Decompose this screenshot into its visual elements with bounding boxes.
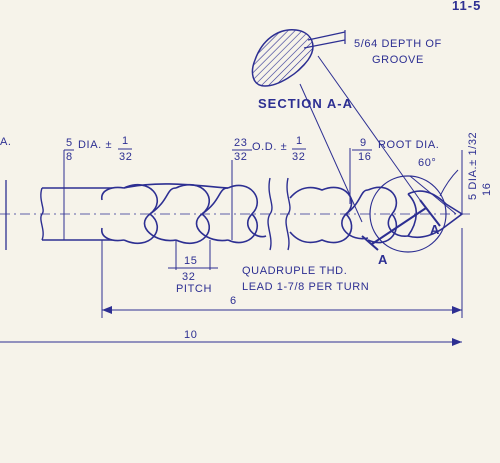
svg-text:16: 16 (358, 151, 371, 163)
tip-dim-label: 5 DIA.± 1/32 (467, 132, 479, 200)
svg-text:10: 10 (184, 329, 197, 341)
svg-text:O.D. ±: O.D. ± (252, 141, 287, 153)
length-10-dim: 10 (0, 329, 462, 346)
shank (40, 150, 112, 241)
svg-text:1: 1 (122, 135, 129, 147)
svg-text:8: 8 (66, 151, 73, 163)
twist-section-1 (101, 183, 267, 245)
angle-line (409, 175, 457, 215)
svg-text:32: 32 (292, 151, 305, 163)
angle-arc (439, 169, 459, 197)
pitch-dim: 15 32 PITCH (168, 240, 218, 295)
thread-note-line-2: LEAD 1-7/8 PER TURN (242, 281, 369, 293)
svg-text:1: 1 (296, 135, 303, 147)
groove-note-line-2: GROOVE (372, 54, 424, 66)
length-6-dim: 6 (101, 228, 463, 318)
section-circle (369, 175, 447, 253)
shank-dia-dim: 5 8 DIA. ± 1 32 (64, 135, 132, 163)
section-title: SECTION A-A (258, 96, 353, 111)
svg-text:15: 15 (184, 255, 197, 267)
svg-text:23: 23 (234, 137, 247, 149)
svg-text:5: 5 (66, 137, 73, 149)
angle-label: 60° (418, 157, 436, 169)
corner-mark: 11-5 (452, 0, 481, 13)
svg-text:32: 32 (182, 271, 195, 283)
svg-text:6: 6 (230, 295, 237, 307)
tip-dim-den: 16 (481, 183, 493, 196)
svg-text:PITCH: PITCH (176, 283, 212, 295)
thread-note-line-1: QUADRUPLE THD. (242, 265, 347, 277)
cut-letter-upper: A (430, 222, 440, 237)
od-dim: 23 32 O.D. ± 1 32 (232, 135, 306, 163)
svg-text:32: 32 (119, 151, 132, 163)
root-dia-dim: 9 16 ROOT DIA. (352, 137, 439, 163)
svg-text:DIA. ±: DIA. ± (78, 139, 112, 151)
cut-letter-lower: A (378, 252, 388, 267)
groove-section-shape (251, 29, 346, 87)
svg-text:32: 32 (234, 151, 247, 163)
mid-break (267, 177, 291, 251)
left-cut-label: A. (0, 136, 12, 148)
cut-line-a-a (361, 199, 441, 251)
svg-text:ROOT DIA.: ROOT DIA. (378, 139, 439, 151)
groove-note-line-1: 5/64 DEPTH OF (354, 38, 442, 50)
svg-text:9: 9 (360, 137, 367, 149)
section-leader-2 (317, 55, 421, 201)
